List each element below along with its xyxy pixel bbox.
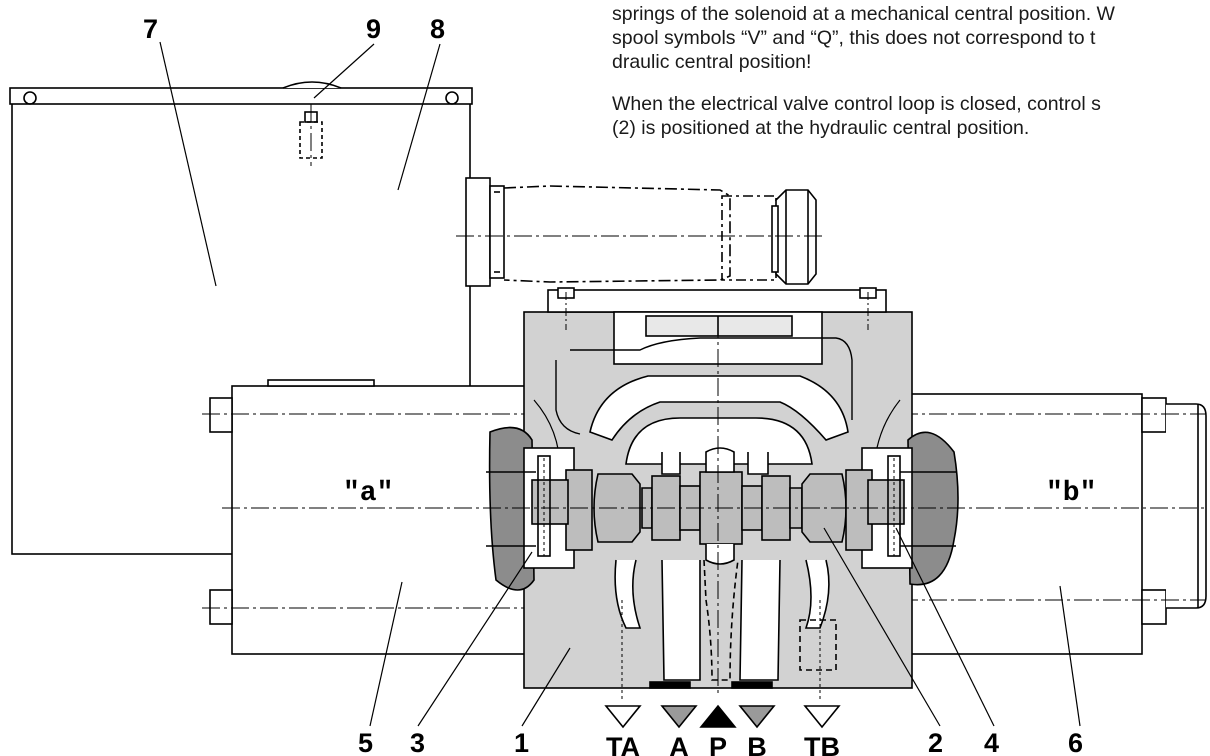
centering-springs: [486, 455, 956, 557]
text-line: draulic central position!: [612, 51, 812, 73]
port-symbols: [604, 704, 841, 729]
port-label-p: P: [709, 732, 727, 756]
control-spool: [531, 447, 905, 565]
description-paragraph-1: springs of the solenoid at a mechanical …: [612, 2, 1210, 74]
callout-1: 1: [514, 728, 529, 756]
text-line: spool symbols “V” and “Q”, this does not…: [612, 27, 1096, 49]
port-label-ta: TA: [606, 732, 640, 756]
callout-leaders: [159, 41, 1081, 727]
callout-5: 5: [358, 728, 373, 756]
text-line: springs of the solenoid at a mechanical …: [612, 3, 1115, 25]
description-paragraph-2: When the electrical valve control loop i…: [612, 92, 1210, 140]
connector-plug: [456, 177, 826, 287]
text-line: When the electrical valve control loop i…: [612, 93, 1101, 115]
solenoid-label-a: "a": [343, 478, 393, 509]
callout-7: 7: [143, 14, 158, 44]
callout-2: 2: [928, 728, 943, 756]
callout-8: 8: [430, 14, 445, 44]
text-line: (2) is positioned at the hydraulic centr…: [612, 117, 1030, 139]
solenoid-a: [202, 379, 530, 655]
callout-3: 3: [410, 728, 425, 756]
port-label-tb: TB: [804, 732, 840, 756]
callout-6: 6: [1068, 728, 1083, 756]
solenoid-label-b: "b": [1046, 478, 1096, 509]
port-label-a: A: [669, 732, 689, 756]
port-label-b: B: [747, 732, 767, 756]
callout-9: 9: [366, 14, 381, 44]
callout-4: 4: [984, 728, 999, 756]
